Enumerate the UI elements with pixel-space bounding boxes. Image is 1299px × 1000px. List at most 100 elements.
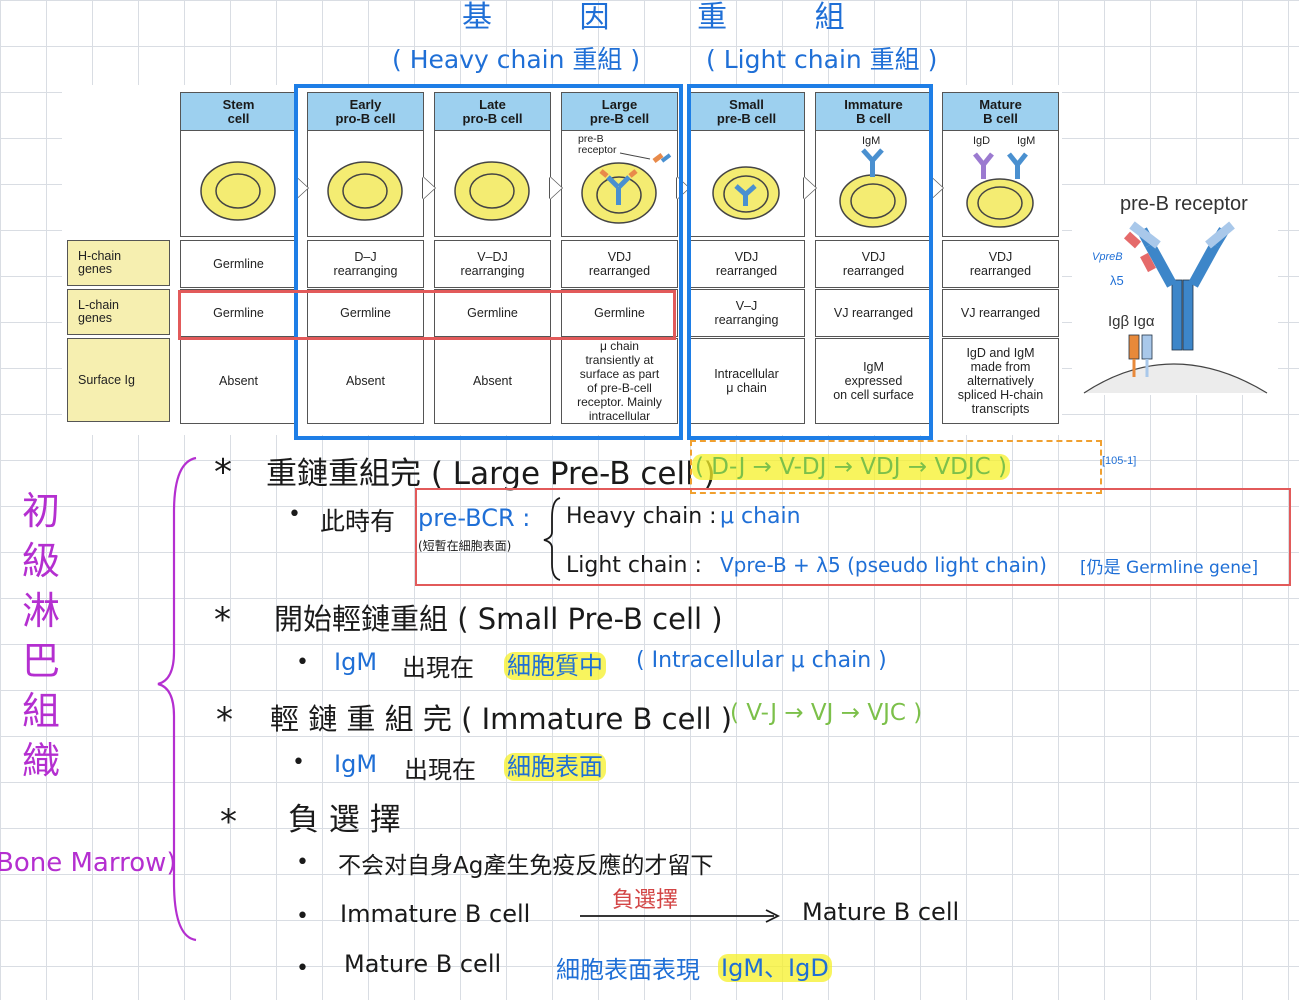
vertical-char: 巴 (21, 639, 60, 683)
pre-b-receptor-diagram (1083, 221, 1268, 394)
h-chain-immature: VDJ rearranged (815, 240, 932, 288)
h-chain-late: V–DJ rearranging (434, 240, 551, 288)
bone-marrow-label: Bone Marrow) (0, 848, 177, 878)
small-pre-b-picture (688, 130, 805, 237)
immature-b-picture: IgM (815, 130, 932, 237)
germline-highlight-box (178, 290, 676, 340)
top-title: 基 因 重 組 (462, 0, 845, 35)
l-chain-mature: VJ rearranged (942, 289, 1059, 337)
section3-location: 細胞表面 (504, 753, 606, 781)
header-immature-b: Immature B cell (815, 92, 932, 132)
vertical-char: 織 (21, 739, 60, 783)
pre-bcr-label: pre-BCR : (418, 504, 531, 532)
l-chain-large: Germline (561, 289, 678, 337)
early-pro-b-picture (307, 130, 424, 237)
section1-sequence: ( D-J → V-DJ → VDJ → VDJC ) (692, 454, 1011, 480)
section4-b2-right: Mature B cell (802, 898, 960, 926)
section4-b3-ig-wrap: IgM、IgD (718, 948, 832, 983)
igb-iga-label: Igβ Igα (1108, 313, 1155, 330)
cell-icon (454, 161, 530, 221)
row-label-h-chain: H-chain genes (67, 240, 170, 286)
section4-b3-ig: IgM、IgD (718, 954, 832, 982)
cell-icon (200, 161, 276, 221)
light-chain-text: Light chain : (566, 553, 702, 578)
stage-arrow (296, 177, 308, 199)
light-chain-note: [仍是 Germline gene] (1080, 558, 1259, 578)
pre-b-receptor-label: pre-B receptor (578, 133, 617, 156)
section3-location-wrap: 細胞表面 (504, 747, 606, 782)
reference-tag: [105-1] (1102, 455, 1137, 467)
section2-igm: IgM (334, 648, 378, 676)
cell-with-intracellular-chain-icon (712, 166, 780, 220)
pre-b-receptor-title: pre-B receptor (1120, 193, 1248, 215)
surface-large: μ chain transiently at surface as part o… (561, 338, 678, 424)
heavy-chain-text: Heavy chain : (566, 504, 717, 529)
vertical-char: 級 (21, 539, 60, 583)
igm-label-mature: IgM (1017, 135, 1036, 147)
vertical-label: 初 級 淋 巴 組 織 (16, 486, 66, 786)
bullet: • (288, 502, 301, 527)
h-chain-early: D–J rearranging (307, 240, 424, 288)
section1-sequence-box: ( D-J → V-DJ → VDJ → VDJC ) (690, 440, 1102, 494)
section4-b3-location: 細胞表面表現 (556, 956, 700, 984)
heavy-chain-label: ( Heavy chain 重組 ) (392, 45, 641, 74)
bullet: • (296, 904, 309, 929)
mature-b-picture: IgD IgM (942, 130, 1059, 237)
light-chain-value: Vpre-B + λ5 (pseudo light chain) (720, 553, 1047, 577)
header-late-pro-b: Late pro-B cell (434, 92, 551, 132)
header-early-pro-b: Early pro-B cell (307, 92, 424, 132)
cell-with-igd-igm-icon (966, 152, 1034, 228)
bullet: • (292, 750, 305, 775)
section4-b2-arrow-label: 負選擇 (612, 888, 679, 913)
row-label-l-chain: L-chain genes (67, 289, 170, 335)
igd-label: IgD (973, 135, 991, 147)
bullet: • (296, 650, 309, 675)
section2-title: 開始輕鏈重組 ( Small Pre-B cell ) (274, 602, 723, 636)
light-chain-label: ( Light chain 重組 ) (706, 45, 938, 74)
cell-with-pre-b-receptor-icon (581, 152, 672, 224)
arrow-right-icon (580, 909, 781, 923)
pre-bcr-box (415, 488, 1291, 586)
surface-mature: IgD and IgM made from alternatively spli… (942, 338, 1059, 424)
section3-igm: IgM (334, 750, 378, 778)
surface-early: Absent (307, 338, 424, 424)
curly-brace (157, 456, 197, 942)
surface-small: Intracellular μ chain (688, 338, 805, 424)
section4-star: * (220, 802, 237, 842)
section1-title: 重鏈重組完 ( Large Pre-B cell ) (266, 456, 716, 492)
vertical-char: 組 (21, 689, 60, 733)
vertical-char: 淋 (21, 589, 60, 633)
h-chain-large: VDJ rearranged (561, 240, 678, 288)
section3-sequence: ( V-J → VJ → VJC ) (730, 700, 923, 726)
vpreb-label: VpreB (1092, 251, 1123, 263)
l-chain-late: Germline (434, 289, 551, 337)
section4-title: 負 選 擇 (288, 802, 401, 838)
header-mature-b: Mature B cell (942, 92, 1059, 132)
h-chain-mature: VDJ rearranged (942, 240, 1059, 288)
section1-star: * (214, 452, 232, 493)
section4-b2-left: Immature B cell (340, 900, 531, 928)
heavy-chain-highlight-box (294, 84, 683, 440)
section1-bullet1-prefix: 此時有 (320, 507, 396, 536)
igm-label: IgM (862, 135, 881, 147)
stage-arrow (423, 177, 435, 199)
l-chain-early: Germline (307, 289, 424, 337)
section3-appear: 出現在 (404, 756, 476, 784)
section4-b3-prefix: Mature B cell (344, 950, 502, 978)
surface-stem: Absent (180, 338, 297, 424)
late-pro-b-picture (434, 130, 551, 237)
cell-with-igm-icon (839, 148, 907, 228)
lambda5-label: λ5 (1110, 273, 1124, 288)
large-pre-b-picture: pre-B receptor (561, 130, 678, 237)
pre-b-receptor-figure: pre-B receptor VpreB λ5 Igβ Igα (1072, 185, 1278, 395)
small-brace (543, 497, 561, 581)
header-large-pre-b: Large pre-B cell (561, 92, 678, 132)
section3-title: 輕 鏈 重 組 完 ( Immature B cell ) (270, 702, 733, 736)
l-chain-small: V–J rearranging (688, 289, 805, 337)
pre-bcr-sub: (短暫在細胞表面) (418, 539, 512, 553)
section2-paren: ( Intracellular μ chain ) (636, 648, 887, 673)
row-label-surface-ig: Surface Ig (67, 338, 170, 422)
section3-star: * (216, 700, 233, 740)
section2-location-wrap: 細胞質中 (504, 646, 606, 681)
stem-cell-picture (180, 130, 297, 237)
